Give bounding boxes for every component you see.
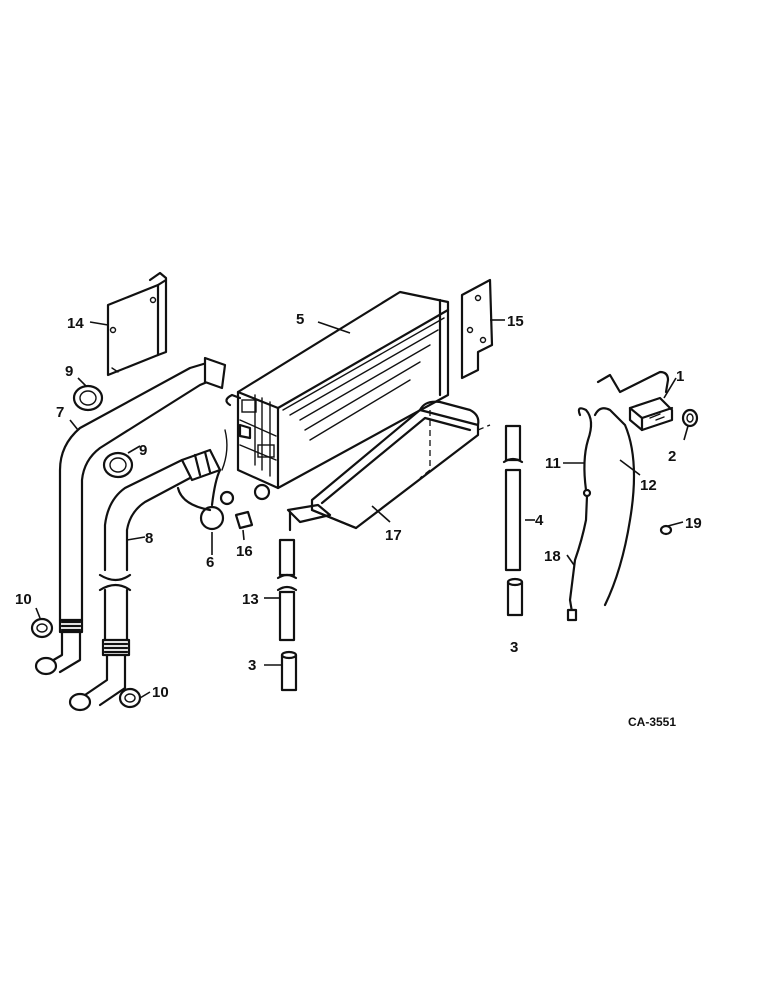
callout-17: 17 [385, 527, 402, 544]
bracket-right [460, 278, 494, 380]
callout-5: 5 [296, 311, 304, 328]
callout-19: 19 [685, 515, 702, 532]
caps-10 [30, 617, 142, 709]
callouts: 1 2 3 3 4 5 6 7 8 9 9 10 10 11 12 13 14 … [15, 311, 702, 729]
hose-7 [34, 356, 227, 676]
callout-3: 3 [248, 657, 256, 674]
drain-tube-left [276, 538, 298, 692]
callout-4: 4 [535, 512, 544, 529]
callout-12: 12 [640, 477, 657, 494]
callout-11: 11 [545, 455, 561, 472]
drain-tube-right [502, 424, 524, 617]
callout-1: 1 [676, 368, 684, 385]
hose-8 [68, 448, 222, 712]
callout-8: 8 [145, 530, 153, 547]
callout-9: 9 [65, 363, 73, 380]
callout-9: 9 [139, 442, 147, 459]
grommets-9 [72, 384, 134, 479]
callout-15: 15 [507, 313, 524, 330]
callout-14: 14 [67, 315, 84, 332]
callout-18: 18 [544, 548, 561, 565]
callout-3: 3 [510, 639, 518, 656]
screw-19 [659, 524, 673, 536]
drawing-code: CA-3551 [628, 715, 676, 729]
callout-13: 13 [242, 591, 259, 608]
callout-6: 6 [206, 554, 214, 571]
bracket-left [106, 271, 168, 377]
capillary-6 [176, 429, 228, 531]
wire-harness [566, 407, 636, 622]
thermostat-switch [596, 370, 699, 432]
drain-pan [286, 400, 491, 532]
leader-lines [35, 319, 689, 699]
callout-16: 16 [236, 543, 253, 560]
callout-7: 7 [56, 404, 64, 421]
fitting-16 [219, 490, 254, 530]
callout-10: 10 [152, 684, 169, 701]
callout-10: 10 [15, 591, 32, 608]
callout-2: 2 [668, 448, 676, 465]
evaporator-core [225, 290, 450, 501]
